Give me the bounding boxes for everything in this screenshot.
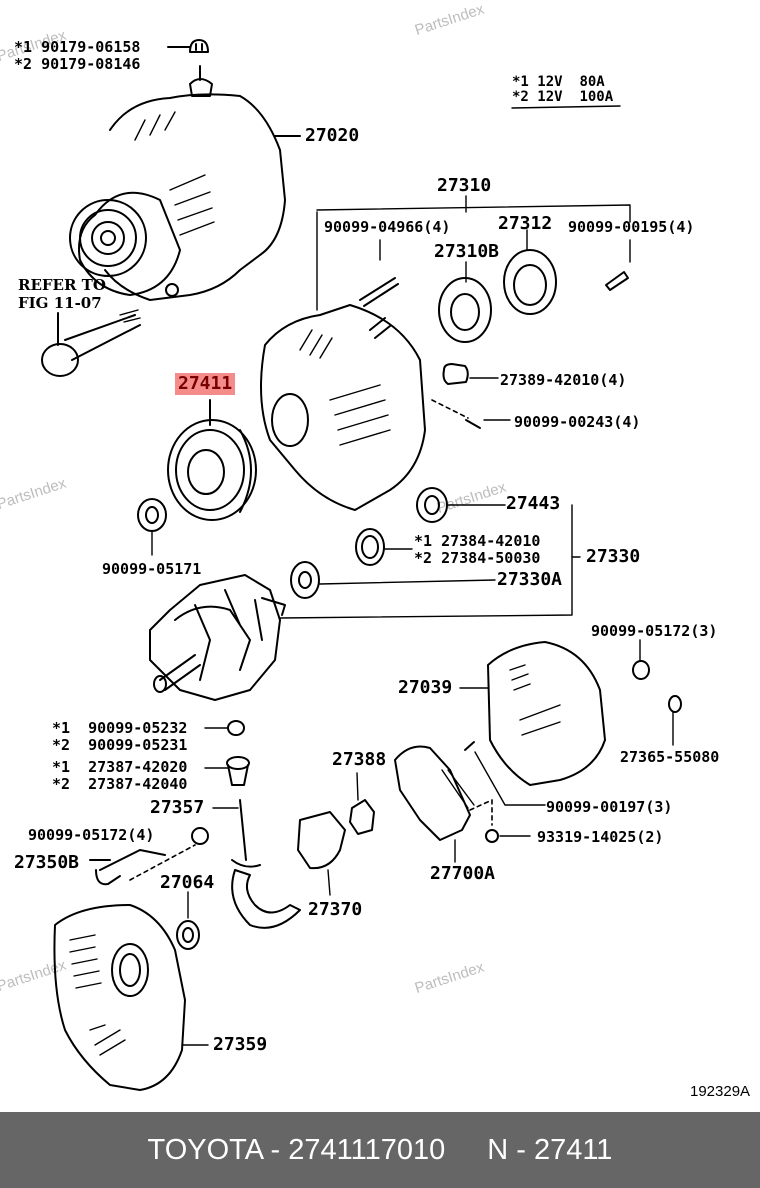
label-nut-90099-05172-4[interactable]: 90099-05172(4) [28, 826, 155, 844]
nut-icon [632, 639, 650, 680]
screw-icon [359, 277, 399, 307]
label-lead-27350b[interactable]: 27350B [14, 852, 80, 873]
label-alternator-27020[interactable]: 27020 [305, 125, 360, 146]
screw-icon [464, 741, 546, 806]
label-end-frame-27310[interactable]: 27310 [437, 175, 492, 196]
label-nut-90179-06158[interactable]: *1 90179-06158 [14, 38, 141, 56]
nut-icon [191, 827, 209, 845]
figure-id: 192329A [690, 1083, 751, 1100]
brush-holder-icon [231, 811, 346, 929]
insulator-icon [442, 363, 499, 385]
label-bearing-cover-27312[interactable]: 27312 [498, 213, 553, 234]
drive-end-frame-icon [53, 904, 209, 1091]
parts-diagram: PartsIndex PartsIndex PartsIndex PartsIn… [0, 0, 751, 1100]
label-bearing-27330a[interactable]: 27330A [497, 569, 563, 590]
bushing-icon [204, 756, 250, 786]
label-screw-90099-04966[interactable]: 90099-04966(4) [324, 218, 451, 236]
label-nut-90099-05232[interactable]: *1 90099-05232 [52, 719, 188, 737]
label-spacer-27384-42010[interactable]: *1 27384-42010 [414, 532, 541, 550]
label-screw-90099-00197[interactable]: 90099-00197(3) [546, 798, 673, 816]
regulator-icon [394, 745, 475, 863]
bearing-icon [290, 561, 496, 599]
footer-part-number: TOYOTA - 2741117010 [147, 1133, 446, 1166]
brush-cover-icon [349, 772, 375, 835]
plug-icon [469, 799, 531, 843]
through-bolt-icon [41, 309, 141, 377]
exploded-view-drawing [41, 39, 682, 1091]
label-nut-90099-05172-3[interactable]: 90099-05172(3) [591, 622, 718, 640]
nut-icon [137, 498, 167, 556]
spacer-ring-icon [355, 528, 413, 566]
refer-note-line[interactable]: FIG 11-07 [18, 294, 102, 312]
refer-note-line: REFER TO [18, 276, 106, 294]
legend-row: *2 12V 100A [512, 89, 614, 105]
pulley-icon [167, 399, 257, 521]
insulator-ring-icon [176, 891, 200, 950]
label-screw-90099-00195[interactable]: 90099-00195(4) [568, 218, 695, 236]
rear-cover-icon [459, 641, 606, 786]
label-plug-93319-14025[interactable]: 93319-14025(2) [537, 828, 664, 846]
terminal-bolt-icon [212, 799, 261, 868]
label-bushing-27387-42040[interactable]: *2 27387-42040 [52, 775, 188, 793]
nut-icon [204, 720, 245, 736]
footer-ref-code: N - 27411 [487, 1133, 613, 1166]
label-rotor-27330[interactable]: 27330 [586, 546, 641, 567]
label-retainer-27443[interactable]: 27443 [506, 493, 561, 514]
label-pulley-27411-highlighted[interactable]: 27411 [175, 373, 236, 395]
label-screw-90099-00243[interactable]: 90099-00243(4) [514, 413, 641, 431]
label-pulley-nut-90099-05171[interactable]: 90099-05171 [102, 560, 202, 578]
legend-row: *1 12V 80A [512, 74, 605, 90]
label-bearing-27310b[interactable]: 27310B [434, 241, 500, 262]
alternator-assembly-icon [69, 65, 301, 301]
label-rear-cover-27039[interactable]: 27039 [398, 677, 453, 698]
label-brush-cover-27388[interactable]: 27388 [332, 749, 387, 770]
label-brush-holder-27370[interactable]: 27370 [308, 899, 363, 920]
terminal-insulator-icon [668, 695, 682, 746]
callout-bracket [279, 504, 581, 619]
callout-bracket [316, 195, 631, 311]
label-ring-27064[interactable]: 27064 [160, 872, 215, 893]
bearing-retainer-icon [416, 487, 506, 523]
label-terminal-bolt-27357[interactable]: 27357 [150, 797, 205, 818]
bearing-icon [438, 277, 492, 343]
screw-icon [431, 399, 511, 429]
label-drive-end-frame-27359[interactable]: 27359 [213, 1034, 268, 1055]
label-terminal-27365-55080[interactable]: 27365-55080 [620, 748, 720, 766]
part-info-bar: TOYOTA - 2741117010 N - 27411 [0, 1112, 760, 1188]
rotor-icon [149, 574, 286, 701]
nut-icon [167, 39, 209, 53]
lead-wire-icon [89, 844, 196, 886]
label-bushing-27387-42020[interactable]: *1 27387-42020 [52, 758, 188, 776]
label-insulator-27389-42010[interactable]: 27389-42010(4) [500, 371, 627, 389]
rectifier-end-frame-icon [260, 304, 426, 511]
label-spacer-27384-50030[interactable]: *2 27384-50030 [414, 549, 541, 567]
label-nut-90099-05231[interactable]: *2 90099-05231 [52, 736, 188, 754]
label-nut-90179-08146[interactable]: *2 90179-08146 [14, 55, 141, 73]
label-regulator-27700a[interactable]: 27700A [430, 863, 496, 884]
screw-icon [605, 271, 629, 291]
bearing-cover-icon [503, 249, 557, 315]
